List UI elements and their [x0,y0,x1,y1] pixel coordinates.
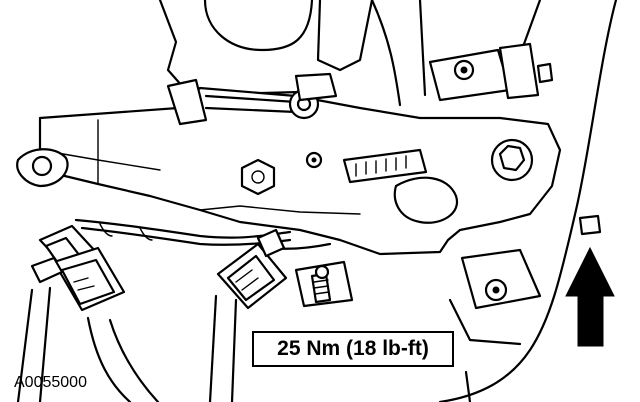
mounting-stud [294,260,354,308]
lower-hoses [16,286,238,402]
upper-bracket [428,42,554,102]
figure-reference-code: A0055000 [14,374,87,391]
link-rod [166,72,338,126]
side-panel [438,0,618,402]
up-arrow-icon [565,246,615,347]
right-lower-bracket [448,248,542,346]
left-connector-pair [30,224,126,312]
center-connector [216,228,288,310]
torque-spec-label: 25 Nm (18 lb-ft) [252,331,454,367]
sensor-connector [342,148,428,184]
torque-spec-text: 25 Nm (18 lb-ft) [277,337,429,360]
left-mount [16,148,69,188]
main-bracket [38,86,562,256]
